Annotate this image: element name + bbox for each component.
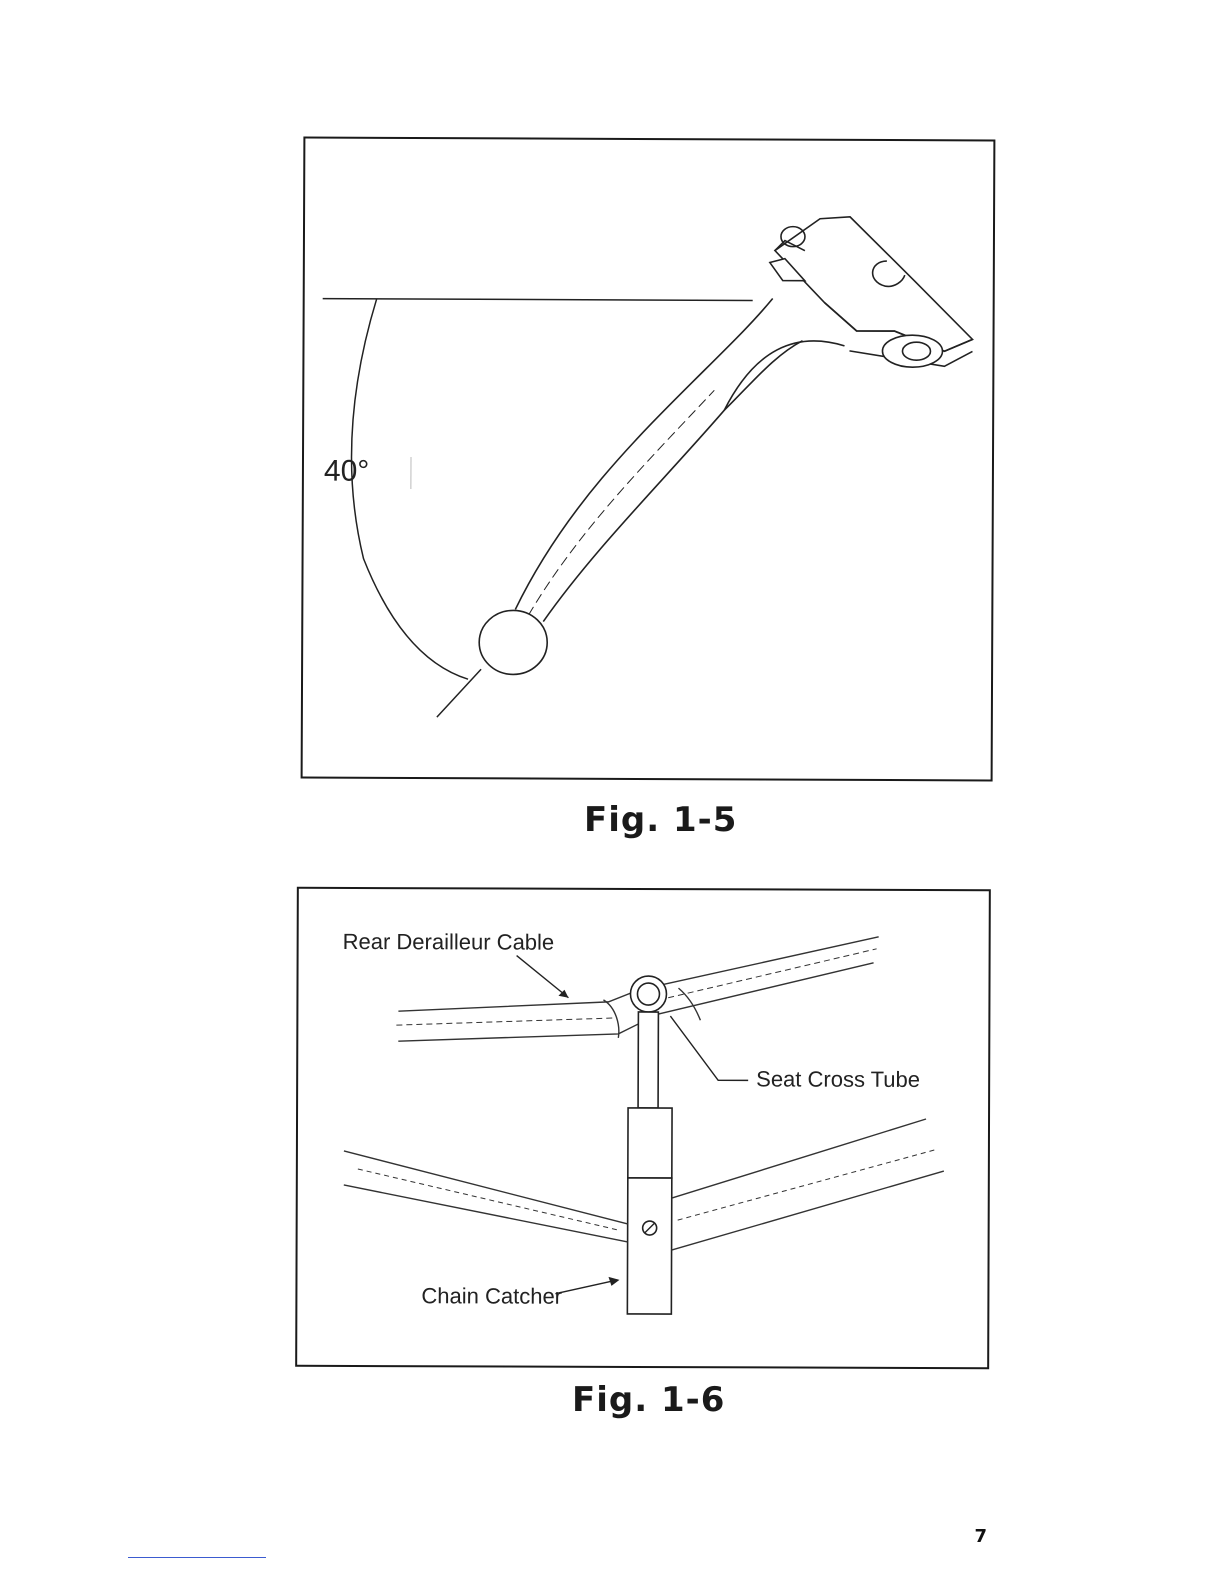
- lever-knob: [479, 610, 547, 674]
- cable-leader-line: [516, 956, 568, 998]
- seat-cross-tube-label: Seat Cross Tube: [756, 1066, 920, 1092]
- shift-lever-drawing: 40°: [303, 139, 994, 780]
- figure-1-5-frame: 40°: [301, 136, 996, 781]
- chain-catcher-drawing: Rear Derailleur Cable Seat Cross Tube: [297, 889, 989, 1367]
- horizontal-reference-line: [323, 299, 753, 301]
- pivot-washer: [882, 335, 942, 367]
- rear-derailleur-cable-label: Rear Derailleur Cable: [343, 929, 555, 955]
- angle-label: 40°: [324, 455, 370, 488]
- seat-tube-leader-line: [670, 1016, 748, 1080]
- figure-1-6-caption: Fig. 1-6: [572, 1380, 725, 1420]
- shift-lever: [479, 215, 973, 676]
- figure-1-6-frame: Rear Derailleur Cable Seat Cross Tube: [295, 887, 991, 1369]
- footer-rule: [128, 1557, 266, 1558]
- angle-arc: [351, 299, 470, 680]
- figure-1-5-caption: Fig. 1-5: [584, 800, 737, 840]
- chain-catcher-label: Chain Catcher: [421, 1283, 562, 1308]
- page-number: 7: [974, 1526, 987, 1547]
- chain-catcher-arrow-head: [608, 1277, 619, 1286]
- chain-catcher-leader-line: [555, 1280, 617, 1294]
